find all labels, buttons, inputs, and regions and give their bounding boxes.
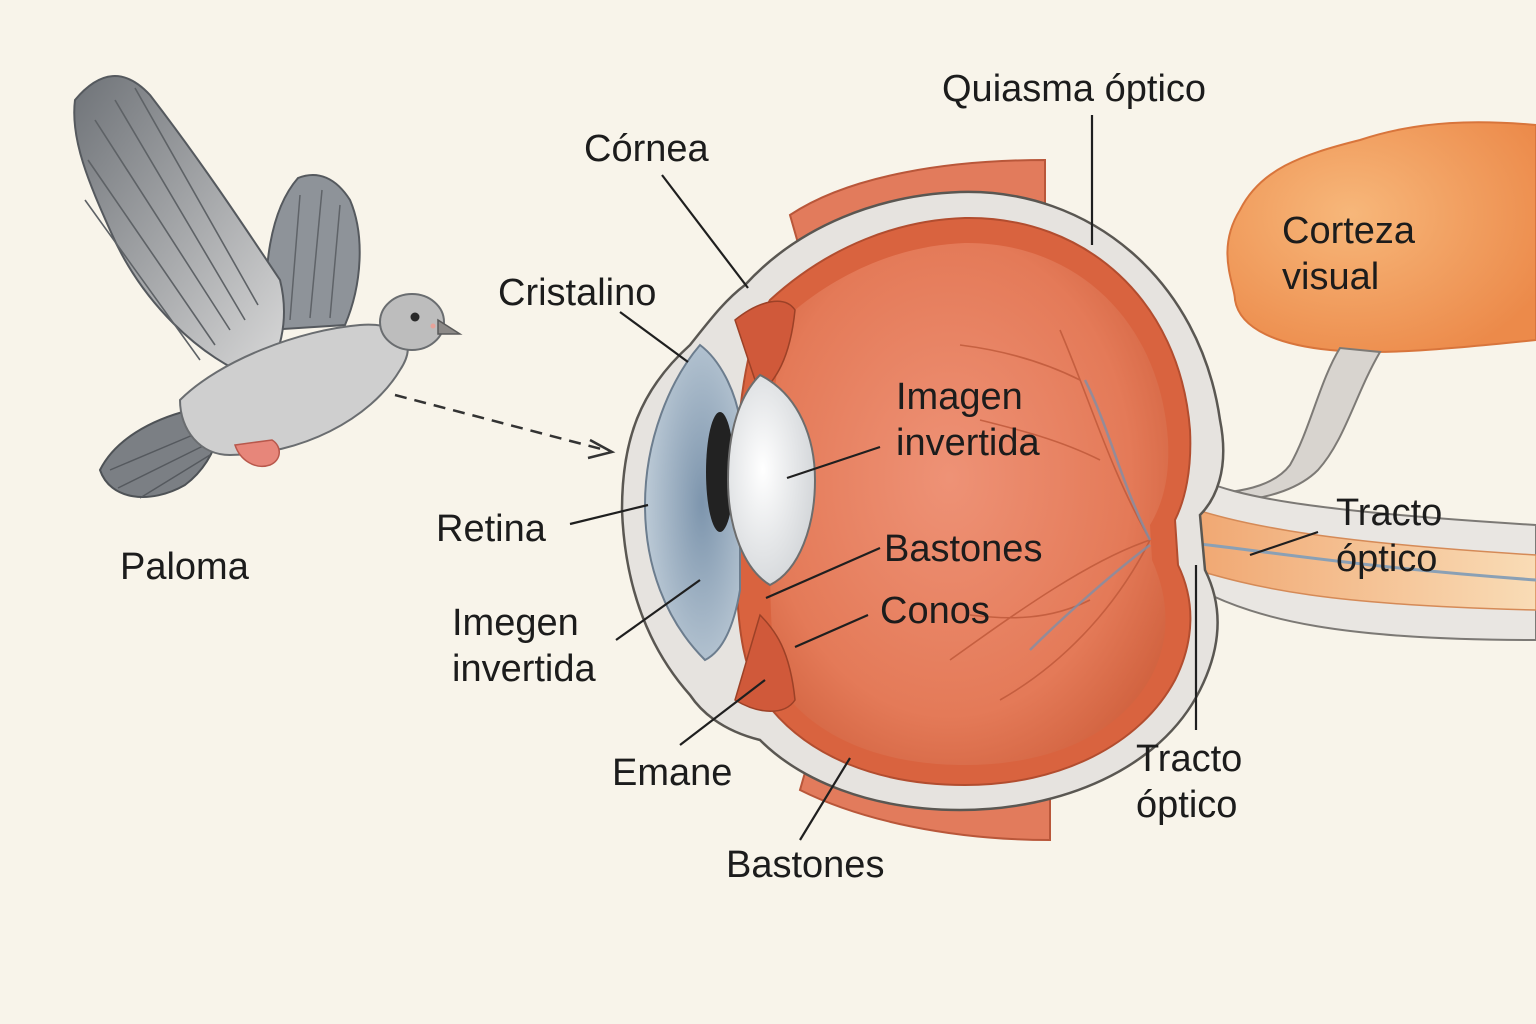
label-imegen-line1: Imegen [452, 602, 579, 644]
label-paloma: Paloma [120, 546, 249, 588]
label-tracto-right-line1: Tracto [1336, 492, 1443, 534]
leader-imegen [615, 579, 701, 641]
leader-retina [569, 503, 649, 526]
label-imagen-center-line2: invertida [896, 422, 1040, 464]
leader-tracto-right [1249, 530, 1319, 557]
leader-imagen-center [786, 445, 881, 480]
label-bastones-bottom: Bastones [726, 844, 885, 886]
leader-cornea [661, 174, 749, 289]
eye-cross-section [620, 158, 1225, 842]
label-imegen-line2: invertida [452, 648, 596, 690]
label-corteza-line2: visual [1282, 256, 1380, 298]
label-tracto-optico-bottom: Tracto óptico [1136, 736, 1242, 828]
label-tracto-bottom-line2: óptico [1136, 784, 1238, 826]
leader-bastones-center [765, 546, 881, 600]
leader-cristalino [619, 311, 689, 363]
visual-cortex-shape [1226, 121, 1536, 502]
label-conos: Conos [880, 590, 990, 632]
label-imegen-invertida: Imegen invertida [452, 600, 596, 692]
label-emane: Emane [612, 752, 733, 794]
leader-conos [794, 613, 869, 649]
label-cristalino: Cristalino [498, 272, 657, 314]
label-cornea: Córnea [584, 128, 709, 170]
label-quiasma-optico: Quiasma óptico [942, 68, 1207, 110]
label-bastones-center: Bastones [884, 528, 1043, 570]
label-imagen-invertida-center: Imagen invertida [896, 374, 1040, 466]
optic-nerve-shape [1159, 478, 1536, 642]
leader-bastones-bottom [799, 757, 851, 841]
label-tracto-right-line2: óptico [1336, 538, 1438, 580]
leader-emane [679, 679, 766, 746]
label-corteza-line1: Corteza [1282, 210, 1416, 252]
label-corteza-visual: Corteza visual [1282, 208, 1415, 300]
label-retina: Retina [436, 508, 546, 550]
pigeon-illustration [73, 75, 463, 499]
dashed-arrow-icon [394, 393, 616, 460]
label-tracto-bottom-line1: Tracto [1136, 738, 1243, 780]
label-imagen-center-line1: Imagen [896, 376, 1023, 418]
leader-lines [569, 115, 1319, 841]
label-tracto-optico-right: Tracto óptico [1336, 490, 1442, 582]
